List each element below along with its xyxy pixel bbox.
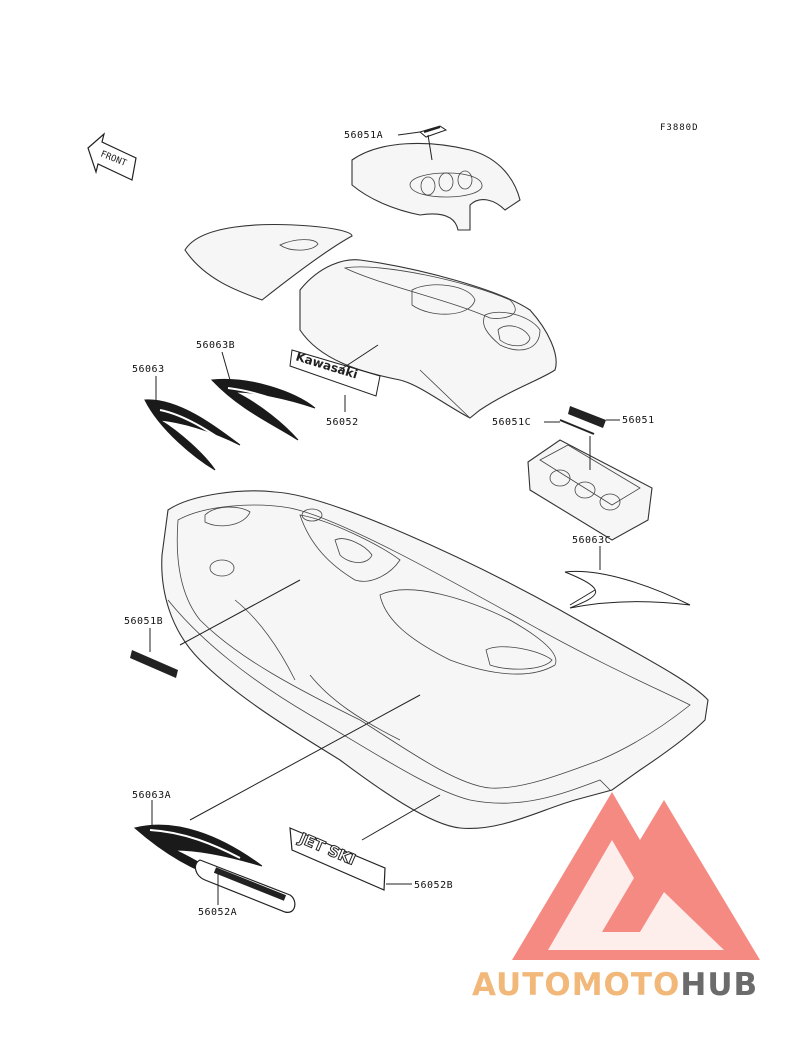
leader-56051B-b xyxy=(179,579,301,646)
side-cover xyxy=(184,223,353,301)
watermark-part1: AUTOMOTO xyxy=(472,967,680,1003)
stripe-decal-56063A xyxy=(133,824,263,881)
leader-56063B xyxy=(221,351,231,381)
steering-cover xyxy=(351,142,521,231)
leader-56063A-hull xyxy=(189,694,421,821)
leader-56051A xyxy=(397,131,421,136)
stripe-decal-56063C xyxy=(564,570,691,609)
watermark-logo xyxy=(512,792,760,960)
hood-deck xyxy=(299,259,557,419)
part-label-56052A: 56052A xyxy=(198,907,237,918)
figure-code: F3880D xyxy=(660,123,699,133)
stripe-decal-56063B xyxy=(210,378,316,441)
part-label-56063: 56063 xyxy=(132,364,165,375)
engine-cover xyxy=(527,439,653,541)
leader-56063C-b xyxy=(569,589,596,606)
watermark-part2: HUB xyxy=(680,967,758,1003)
part-label-56051B: 56051B xyxy=(124,616,163,627)
jetski-decal-56052B: JET SKI xyxy=(289,827,386,891)
leader-56051A-b xyxy=(427,134,433,161)
leader-56052B-hull xyxy=(361,794,441,841)
part-label-56052B: 56052B xyxy=(414,880,453,891)
watermark-text: AUTOMOTOHUB xyxy=(472,967,758,1003)
stripe-decal-56063 xyxy=(144,399,241,471)
part-label-56063C: 56063C xyxy=(572,535,611,546)
emblem-56051B xyxy=(130,650,178,678)
front-arrow: FRONT xyxy=(87,132,137,181)
part-label-56063B: 56063B xyxy=(196,340,235,351)
part-label-56051A: 56051A xyxy=(344,130,383,141)
part-label-56051C: 56051C xyxy=(492,417,531,428)
hull xyxy=(161,490,709,830)
leader-56052 xyxy=(339,344,379,371)
part-label-56052: 56052 xyxy=(326,417,359,428)
emblem-56051 xyxy=(559,406,606,435)
part-label-56063A: 56063A xyxy=(132,790,171,801)
emblem-56051A xyxy=(418,125,448,138)
part-label-56051: 56051 xyxy=(622,415,655,426)
logo-decal-56052A xyxy=(194,859,296,913)
